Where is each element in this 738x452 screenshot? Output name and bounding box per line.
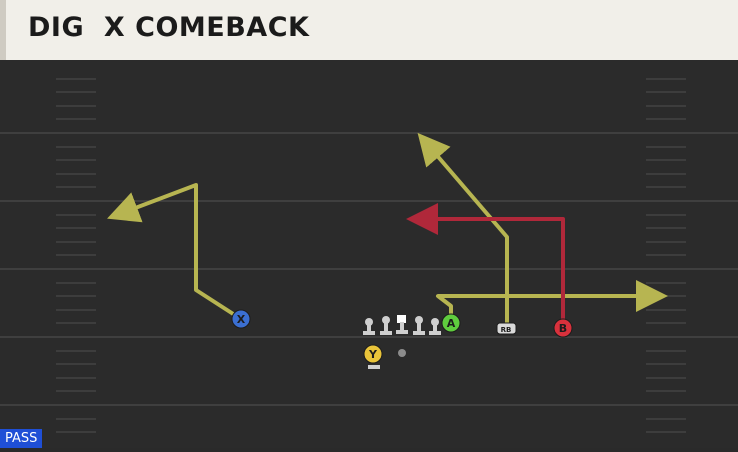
lineman-icon [363,318,375,335]
player-y[interactable]: Y [363,344,383,369]
player-x-label: X [237,313,246,326]
hash-marks-right [646,78,686,433]
b-dig-route [406,203,565,325]
ball-marker [398,349,406,357]
center-icon [396,315,408,334]
lineman-icon [380,316,392,335]
player-a[interactable]: A [441,313,461,333]
offensive-line [363,315,441,335]
play-diagram: Y X A RB B [0,78,738,433]
player-rb-label: RB [501,326,512,334]
play-title: DIG X COMEBACK [28,12,310,43]
title-accent-strip [0,0,6,60]
lineman-icon [429,318,441,335]
football-field: Y X A RB B [0,60,738,448]
a-route [436,280,668,322]
player-x[interactable]: X [231,309,251,329]
play-title-bar: DIG X COMEBACK [0,0,738,60]
hash-marks-left [56,78,96,433]
player-a-label: A [447,317,456,330]
yard-lines [0,132,738,406]
player-rb[interactable]: RB [496,322,517,335]
lineman-icon [413,316,425,335]
player-b[interactable]: B [553,318,573,338]
player-b-label: B [559,322,567,335]
play-type-badge: PASS [0,429,43,448]
player-y-label: Y [368,348,378,361]
x-comeback-route [107,183,243,321]
